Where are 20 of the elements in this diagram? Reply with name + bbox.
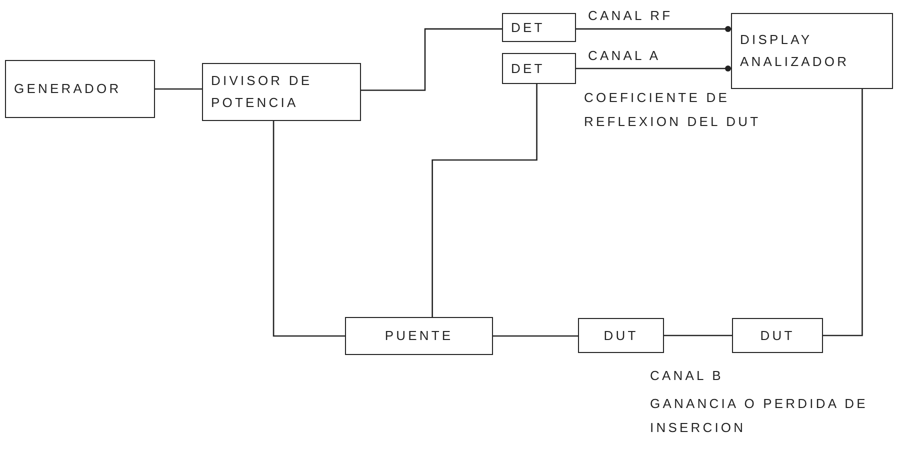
connector-line (493, 335, 578, 337)
block-box: DET (502, 53, 576, 84)
connector-line (432, 84, 538, 317)
connector-line (576, 66, 731, 72)
connector-line (272, 121, 345, 337)
annotation-text: GANANCIA O PERDIDA DE INSERCION (650, 395, 869, 437)
block-box: DUT (732, 318, 823, 353)
block-box: DUT (578, 318, 664, 353)
annotation-text: COEFICIENTE DE REFLEXION DEL DUT (584, 89, 762, 131)
annotation-text: CANAL B (650, 367, 724, 385)
connector-line (664, 334, 732, 336)
block-box: PUENTE (345, 317, 493, 355)
block-box: DET (502, 13, 576, 42)
connector-line (361, 28, 502, 91)
connector-line (155, 88, 202, 90)
connector-line (576, 26, 731, 32)
block-box: GENERADOR (5, 60, 155, 118)
block-box: DISPLAY ANALIZADOR (731, 13, 893, 89)
block-box: DIVISOR DE POTENCIA (202, 63, 361, 121)
connector-line (823, 89, 863, 336)
